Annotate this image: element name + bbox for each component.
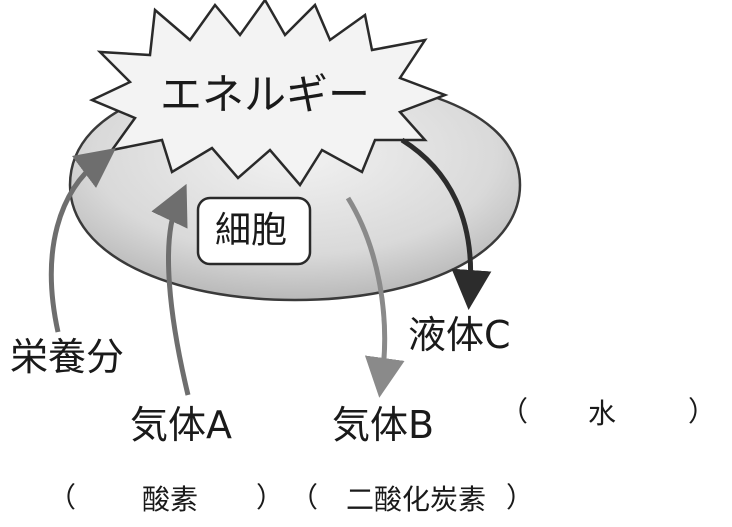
answer-liquid-c: 水 <box>588 397 617 430</box>
answer-open-bracket: （ <box>500 395 529 428</box>
answer-gas-a: 酸素 <box>142 483 199 516</box>
nutrients-label: 栄養分 <box>10 335 125 379</box>
liquid-c-label: 液体C <box>408 313 511 357</box>
gas-b-arrow <box>345 196 405 398</box>
gas-a-arrow <box>151 183 191 396</box>
answer-open-bracket: （ <box>48 481 77 514</box>
answer-close-bracket: ） <box>506 481 535 514</box>
cell-label-box <box>196 196 312 266</box>
liquid-c-arrow <box>400 137 492 310</box>
answer-gas-b: 二酸化炭素 <box>346 483 487 516</box>
gas-a-label: 気体A <box>130 403 232 447</box>
answer-open-bracket: （ <box>290 481 319 514</box>
energy-burst <box>88 0 449 188</box>
answer-close-bracket: ） <box>256 481 285 514</box>
energy-label: エネルギー <box>160 70 371 119</box>
gas-b-label: 気体B <box>332 403 435 447</box>
cell-label: 細胞 <box>215 210 288 251</box>
nutrients-arrow <box>48 147 116 333</box>
answer-close-bracket: ） <box>688 395 717 428</box>
